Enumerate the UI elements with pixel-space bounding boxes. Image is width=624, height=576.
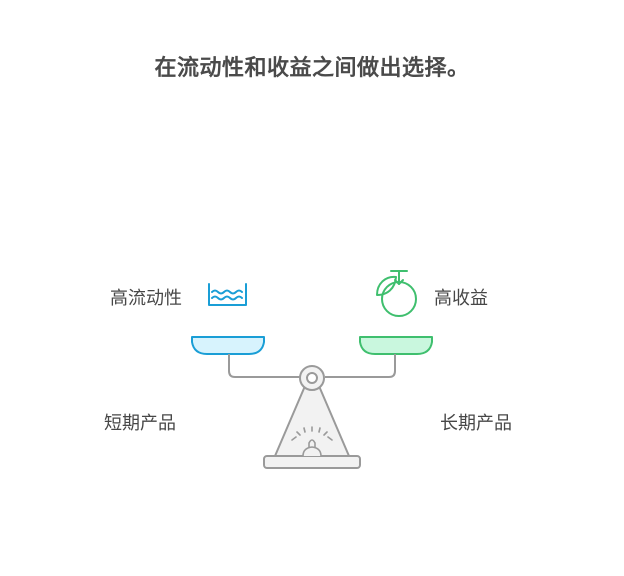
page-title: 在流动性和收益之间做出选择。 xyxy=(154,56,470,81)
left-scale-pan xyxy=(191,336,265,355)
right-scale-pan xyxy=(359,336,433,355)
scale-pivot xyxy=(299,365,325,391)
short-term-label: 短期产品 xyxy=(104,413,176,434)
long-term-label: 长期产品 xyxy=(440,413,512,434)
scale-gauge-icon xyxy=(291,426,333,457)
scale-beam xyxy=(228,354,396,378)
high-yield-label: 高收益 xyxy=(434,288,488,309)
water-waves-icon xyxy=(208,283,247,306)
fruit-sprout-icon xyxy=(376,270,417,317)
high-liquidity-label: 高流动性 xyxy=(110,288,182,309)
